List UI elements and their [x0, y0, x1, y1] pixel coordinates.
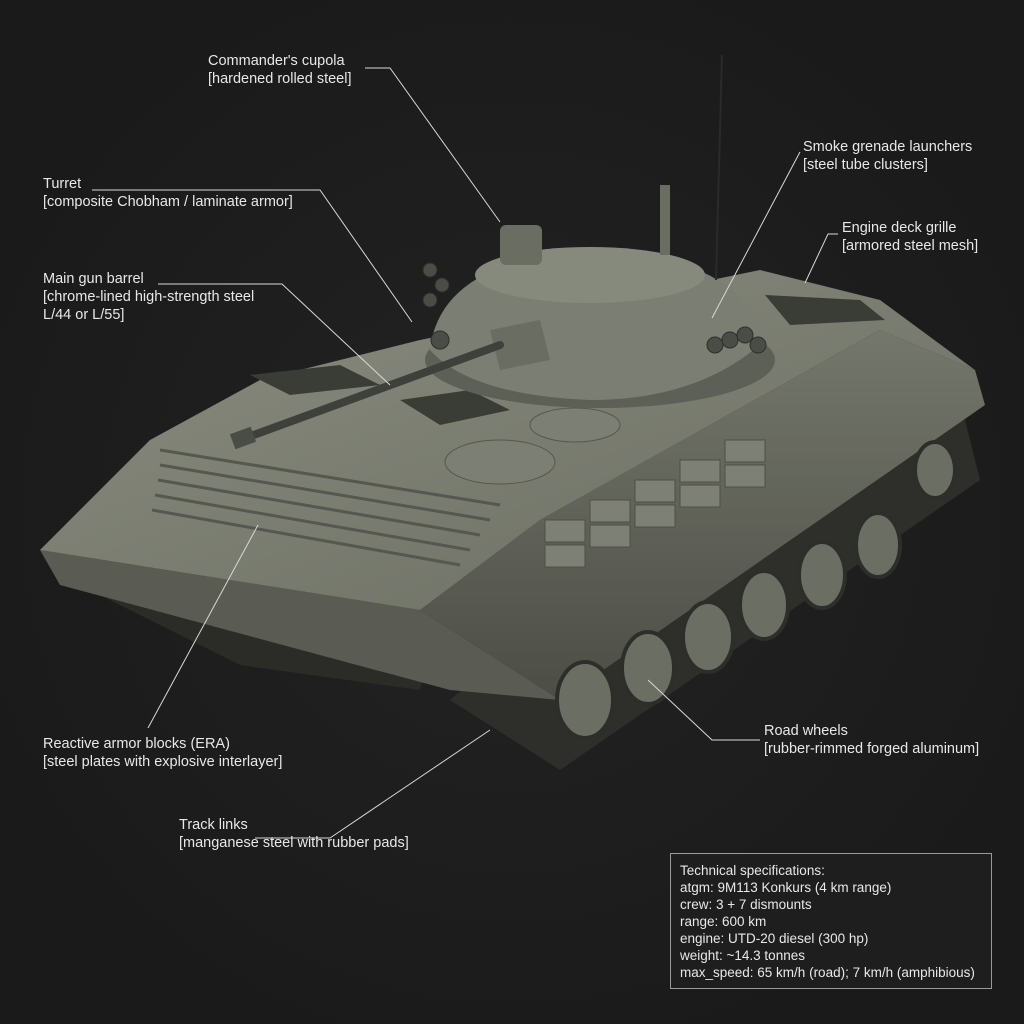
callout-title: Road wheels: [764, 723, 848, 739]
leader-era: [147, 524, 259, 729]
spec-line: engine: UTD-20 diesel (300 hp): [680, 931, 869, 946]
callout-material-2: L/44 or L/55]: [43, 307, 125, 323]
callout-grille: Engine deck grille [armored steel mesh]: [842, 219, 978, 255]
smoke-launchers: [422, 262, 767, 354]
leader-grille: [804, 233, 838, 284]
mast: [660, 185, 670, 255]
hull-side: [420, 330, 985, 700]
callout-title: Reactive armor blocks (ERA): [43, 736, 230, 752]
spec-line: range: 600 km: [680, 914, 767, 929]
muzzle-brake: [229, 426, 257, 450]
callout-material: [hardened rolled steel]: [208, 71, 352, 87]
engine-grille: [765, 295, 885, 325]
road-wheels: [555, 440, 957, 740]
leader-tracks: [255, 729, 491, 839]
spec-line: max_speed: 65 km/h (road); 7 km/h (amphi…: [680, 965, 975, 980]
callout-era: Reactive armor blocks (ERA) [steel plate…: [43, 735, 282, 771]
spec-line: atgm: 9M113 Konkurs (4 km range): [680, 880, 892, 895]
leader-turret: [92, 189, 413, 323]
callout-material: [rubber-rimmed forged aluminum]: [764, 741, 980, 757]
leader-cupola: [365, 67, 501, 223]
callout-smoke: Smoke grenade launchers [steel tube clus…: [803, 138, 972, 174]
leader-wheels: [647, 679, 760, 741]
hatch: [444, 439, 556, 485]
callout-title: Track links: [179, 817, 248, 833]
front-ribs: [151, 448, 501, 567]
callout-title: Smoke grenade launchers: [803, 139, 973, 155]
callout-title: Turret: [43, 176, 82, 192]
callout-material: [steel plates with explosive interlayer]: [43, 754, 283, 770]
specs-heading: Technical specifications:: [680, 863, 825, 878]
deck-grille: [250, 365, 380, 395]
gun-barrel: [236, 341, 504, 444]
callout-material: [steel tube clusters]: [803, 157, 928, 173]
callout-cupola: Commander's cupola [hardened rolled stee…: [208, 52, 352, 88]
deck-grille-2: [400, 390, 510, 425]
leader-gun: [158, 283, 391, 386]
specifications-box: Technical specifications: atgm: 9M113 Ko…: [670, 853, 992, 989]
hatch-2: [529, 407, 621, 443]
antenna: [715, 54, 723, 281]
hull-front: [40, 550, 560, 700]
leader-lines: [92, 67, 838, 839]
callout-gun: Main gun barrel [chrome-lined high-stren…: [43, 270, 254, 324]
era-blocks: [544, 439, 766, 568]
callout-title: Engine deck grille: [842, 220, 957, 236]
callout-wheels: Road wheels [rubber-rimmed forged alumin…: [764, 722, 979, 758]
callout-material: [chrome-lined high-strength steel: [43, 289, 255, 305]
callout-title: Main gun barrel: [43, 271, 144, 287]
callout-title: Commander's cupola: [208, 53, 345, 69]
spec-line: crew: 3 + 7 dismounts: [680, 897, 812, 912]
callout-material: [manganese steel with rubber pads]: [179, 835, 409, 851]
spec-line: weight: ~14.3 tonnes: [680, 948, 805, 963]
cupola: [500, 225, 542, 265]
callout-tracks: Track links [manganese steel with rubber…: [179, 816, 409, 852]
callout-material: [composite Chobham / laminate armor]: [43, 194, 293, 210]
callout-turret: Turret [composite Chobham / laminate arm…: [43, 175, 293, 211]
leader-smoke: [711, 151, 801, 319]
gun-mantlet: [490, 320, 550, 370]
callout-material: [armored steel mesh]: [842, 238, 979, 254]
